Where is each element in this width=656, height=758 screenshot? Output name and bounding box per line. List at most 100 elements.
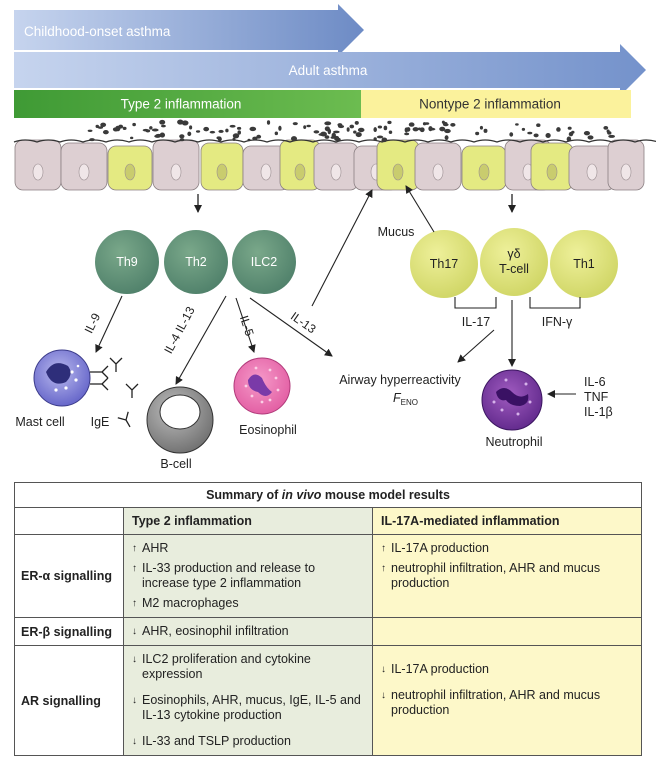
mucus-dot: [132, 122, 136, 127]
mucus-dot: [444, 128, 451, 134]
row-label-ar: AR signalling: [14, 645, 124, 756]
mucus-dot: [229, 124, 236, 128]
il4-il13-label: IL-4 IL-13: [161, 304, 198, 356]
mucus-dot: [422, 122, 427, 126]
cell-nucleus: [392, 163, 404, 181]
mucus-dot: [292, 122, 298, 126]
th1-cell: Th1: [550, 230, 618, 298]
mucus-dot: [536, 123, 541, 127]
mucus-dot: [441, 120, 445, 124]
list-item: ↑M2 macrophages: [132, 596, 239, 610]
mucus-dot: [357, 127, 365, 133]
il1b-label: IL-1β: [584, 405, 613, 419]
mucus-dot: [381, 137, 388, 143]
mucus-dot: [388, 130, 393, 134]
row-label-er-beta: ER-β signalling: [14, 617, 124, 646]
gamma-delta-t-cell: γδ T-cell: [480, 228, 548, 296]
feno-label: FENO: [393, 391, 418, 407]
summary-title-row: Summary of in vivo mouse model results: [14, 482, 642, 508]
mucus-dot: [142, 128, 149, 132]
mucus-dot: [179, 134, 185, 139]
childhood-onset-label: Childhood-onset asthma: [24, 24, 171, 39]
mucus-dot: [218, 129, 224, 133]
svg-text:Th17: Th17: [430, 257, 459, 271]
mucus-dot: [387, 120, 392, 125]
airway-epithelium: [13, 139, 656, 191]
svg-text:Th9: Th9: [116, 255, 138, 269]
il13-label: IL-13: [288, 309, 319, 336]
mucus-dot: [346, 127, 350, 132]
mucus-dot: [444, 135, 449, 141]
mucus-dot: [187, 131, 192, 137]
ige-receptors: [90, 357, 139, 428]
neutrophil-cell: [481, 369, 543, 431]
cell-nucleus: [620, 163, 632, 181]
cell-nucleus: [260, 163, 272, 181]
svg-text:γδ: γδ: [507, 247, 520, 261]
nontype2-band: [361, 90, 631, 118]
mucus-dot: [177, 119, 184, 125]
mucus-dot: [225, 128, 229, 133]
th2-cell: Th2: [164, 230, 228, 294]
ar-il17-cell: ↓IL-17A production ↓neutrophil infiltrat…: [372, 645, 642, 756]
mucus-dot: [583, 130, 591, 136]
list-item: ↓neutrophil infiltration, AHR and mucus …: [381, 688, 601, 717]
mucus-dot: [89, 138, 95, 142]
list-item: ↑neutrophil infiltration, AHR and mucus …: [381, 561, 601, 590]
mucus-dot: [324, 121, 332, 126]
mucus-dot: [159, 132, 166, 138]
list-item: ↓ILC2 proliferation and cytokine express…: [132, 652, 311, 681]
mast-cell: [33, 349, 91, 407]
neutrophil-label: Neutrophil: [486, 435, 543, 449]
asthma-diagram: Childhood-onset asthma Adult asthma Type…: [13, 4, 656, 470]
row-label-er-alpha: ER-α signalling: [14, 534, 124, 618]
childhood-onset-arrow: [14, 4, 364, 56]
cell-nucleus: [294, 163, 306, 181]
mucus-dot: [607, 131, 612, 135]
tnf-label: TNF: [584, 390, 609, 404]
mucus-dot: [232, 133, 240, 139]
mucus-dot: [97, 126, 104, 129]
mucus-dot: [118, 124, 124, 129]
mucus-dot: [567, 126, 572, 130]
mucus-dot: [545, 133, 551, 138]
mucus-dot: [404, 132, 410, 136]
mucus-dot: [122, 126, 127, 131]
cell-nucleus: [586, 163, 598, 181]
mucus-dot: [377, 125, 383, 129]
list-item: ↓IL-17A production: [381, 662, 489, 676]
mucus-dot: [439, 126, 446, 132]
mucus-dot: [603, 125, 609, 130]
mucus-dot: [232, 137, 236, 141]
mucus-dot: [102, 129, 109, 135]
mucus-dot: [408, 122, 415, 127]
er-beta-type2-cell: ↓AHR, eosinophil infiltration: [123, 617, 373, 646]
mucus-dot: [404, 127, 408, 133]
mucus-dot: [419, 127, 425, 133]
mucus-dot: [266, 120, 271, 125]
mucus-dot: [87, 129, 93, 132]
ige-label: IgE: [91, 415, 110, 429]
mucus-dot: [159, 119, 166, 125]
list-item: ↑IL-17A production: [381, 541, 489, 555]
il9-label: IL-9: [82, 311, 104, 336]
cell-nucleus: [432, 163, 444, 181]
adult-asthma-label: Adult asthma: [289, 63, 368, 78]
svg-text:Th1: Th1: [573, 257, 595, 271]
mucus-dot: [236, 126, 242, 130]
th9-cell: Th9: [95, 230, 159, 294]
mucus-dot: [278, 125, 282, 131]
mucus-dot: [274, 131, 279, 136]
mucus-label: Mucus: [378, 225, 415, 239]
mucus-dot: [334, 137, 341, 142]
mucus-dot: [383, 125, 388, 131]
mucus-dot: [479, 125, 483, 130]
list-item: ↓Eosinophils, AHR, mucus, IgE, IL-5 and …: [132, 693, 361, 722]
mucus-dot: [290, 136, 298, 142]
mucus-dot: [568, 131, 574, 137]
mucus-dot: [324, 135, 330, 139]
mast-cell-label: Mast cell: [15, 415, 64, 429]
mucus-dot: [376, 135, 384, 139]
il6-label: IL-6: [584, 375, 606, 389]
mucus-dot: [373, 127, 377, 133]
